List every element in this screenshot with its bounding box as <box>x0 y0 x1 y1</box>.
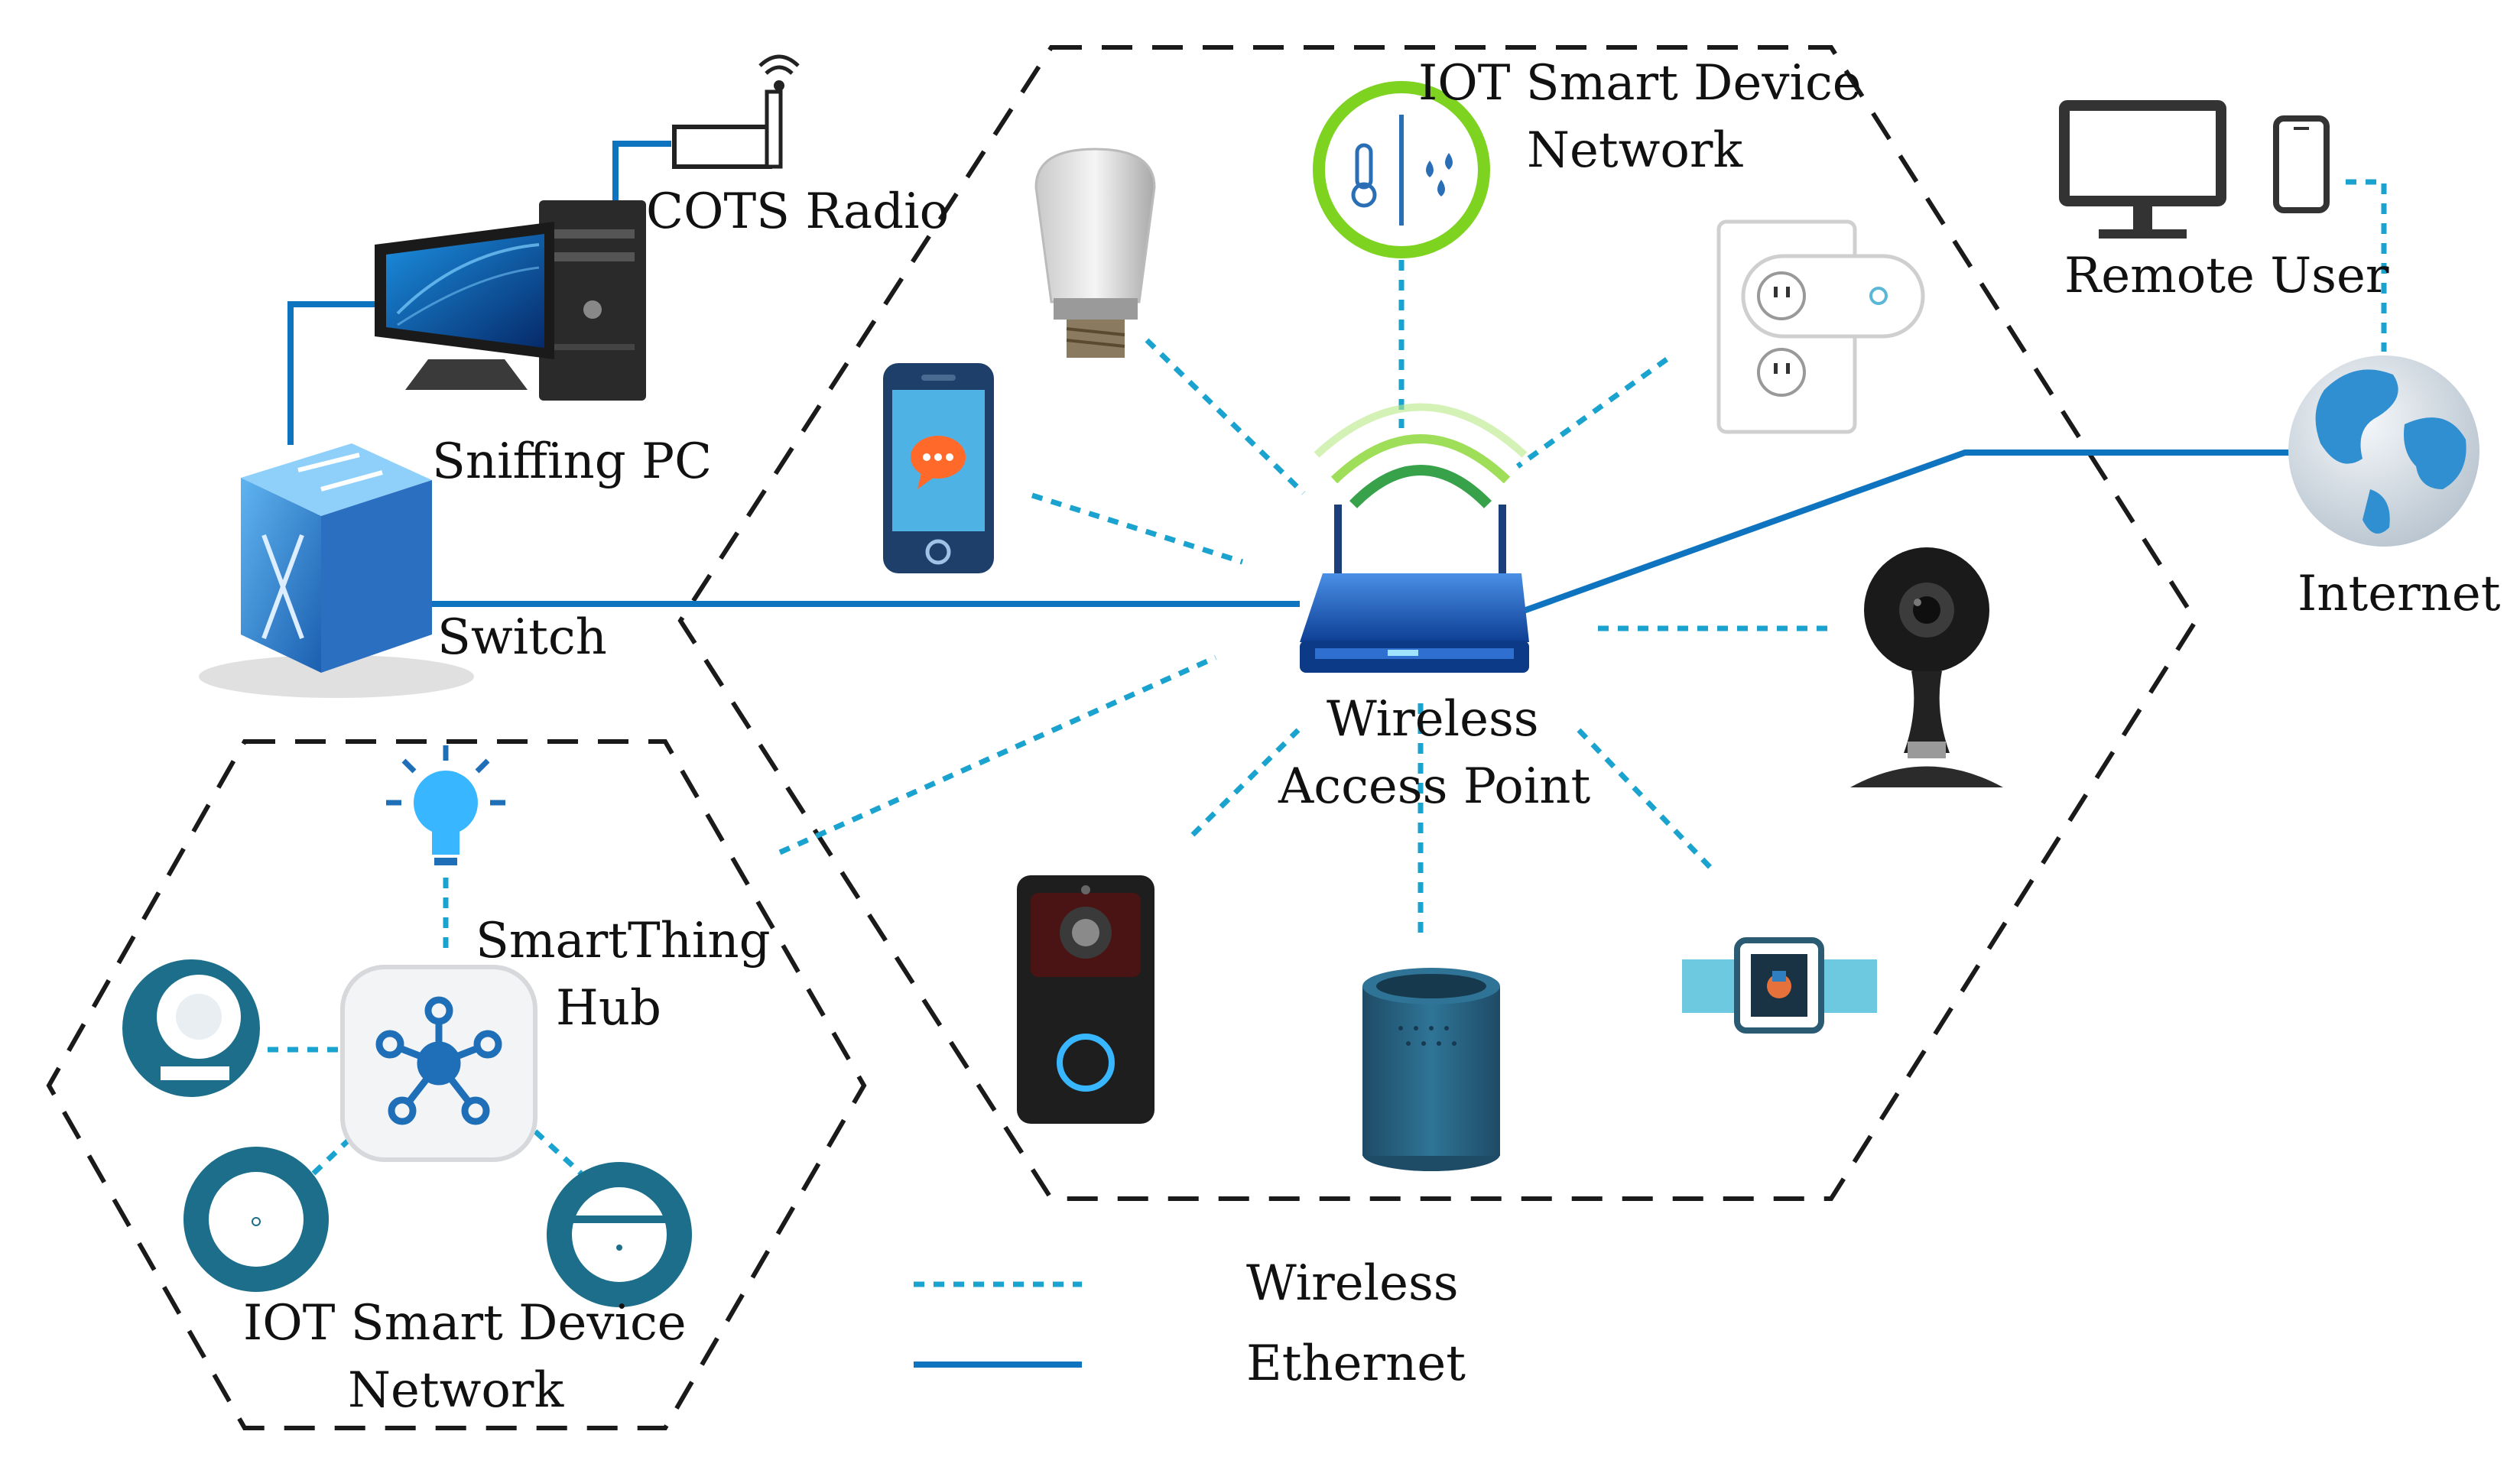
ethernet-pc-to-radio <box>612 141 671 208</box>
monitor-icon <box>2059 100 2226 239</box>
main-network-hexagon <box>677 45 2199 1201</box>
switch-label: Switch <box>437 609 607 666</box>
thermo-humidity-sensor-icon <box>1313 81 1490 258</box>
smart-speaker-icon <box>1362 968 1500 1171</box>
desktop-pc-icon <box>375 200 646 401</box>
phone-icon <box>2273 115 2330 213</box>
motion-sensor-icon <box>122 959 260 1097</box>
multipurpose-sensor-icon <box>183 1147 329 1292</box>
globe-icon <box>2288 355 2479 547</box>
wireless-plug-to-ap <box>1515 357 1669 469</box>
legend-ethernet-label: Ethernet <box>1246 1336 1466 1392</box>
legend-wireless-label: Wireless <box>1246 1255 1459 1312</box>
smart-bulb-icon <box>1034 148 1156 358</box>
iot-network-top-label-line2: Network <box>1527 122 1744 179</box>
smartphone-chat-icon <box>883 363 994 573</box>
security-camera-icon <box>1850 547 2003 787</box>
cots-radio-label: COTS Radio <box>646 183 949 240</box>
hub-label-line2: Hub <box>556 980 661 1037</box>
wireless-doorbell-to-ap <box>1190 728 1301 837</box>
iot-network-bottom-label-line2: Network <box>348 1362 565 1419</box>
iot-network-bottom-label-line1: IOT Smart Device <box>243 1295 687 1352</box>
sniffing-pc-label: Sniffing PC <box>432 433 712 490</box>
iot-network-top-label-line1: IOT Smart Device <box>1418 55 1862 112</box>
smart-plug-icon <box>1716 219 1925 434</box>
smart-watch-icon <box>1682 937 1877 1034</box>
wireless-phone-to-ap <box>1031 492 1244 565</box>
ethernet-ap-to-internet <box>1520 450 2301 615</box>
hub-label-line1: SmartThing <box>476 913 771 969</box>
lightbulb-icon <box>386 745 505 865</box>
hub-network-hexagon <box>46 739 867 1430</box>
hub-icon <box>340 965 537 1162</box>
wireless-bulb-to-ap <box>1145 338 1306 495</box>
remote-user-label: Remote User <box>2064 248 2389 304</box>
wireless-hub-to-ap <box>778 654 1217 855</box>
legend: Wireless Ethernet <box>914 1255 1466 1392</box>
wireless-watch-to-ap <box>1577 728 1716 874</box>
wifi-router-icon <box>1300 403 1529 673</box>
network-switch-icon <box>199 443 474 698</box>
ethernet-pc-to-switch <box>287 301 413 445</box>
water-leak-sensor-icon <box>547 1162 692 1307</box>
wap-label-line1: Wireless <box>1327 691 1539 748</box>
wireless-hub-to-multisensor <box>311 1128 362 1176</box>
wireless-hub-to-leak <box>533 1129 583 1176</box>
antenna-icon <box>672 54 800 169</box>
wap-label-line2: Access Point <box>1278 758 1591 815</box>
video-doorbell-icon <box>1017 875 1154 1124</box>
internet-label: Internet <box>2298 566 2501 622</box>
